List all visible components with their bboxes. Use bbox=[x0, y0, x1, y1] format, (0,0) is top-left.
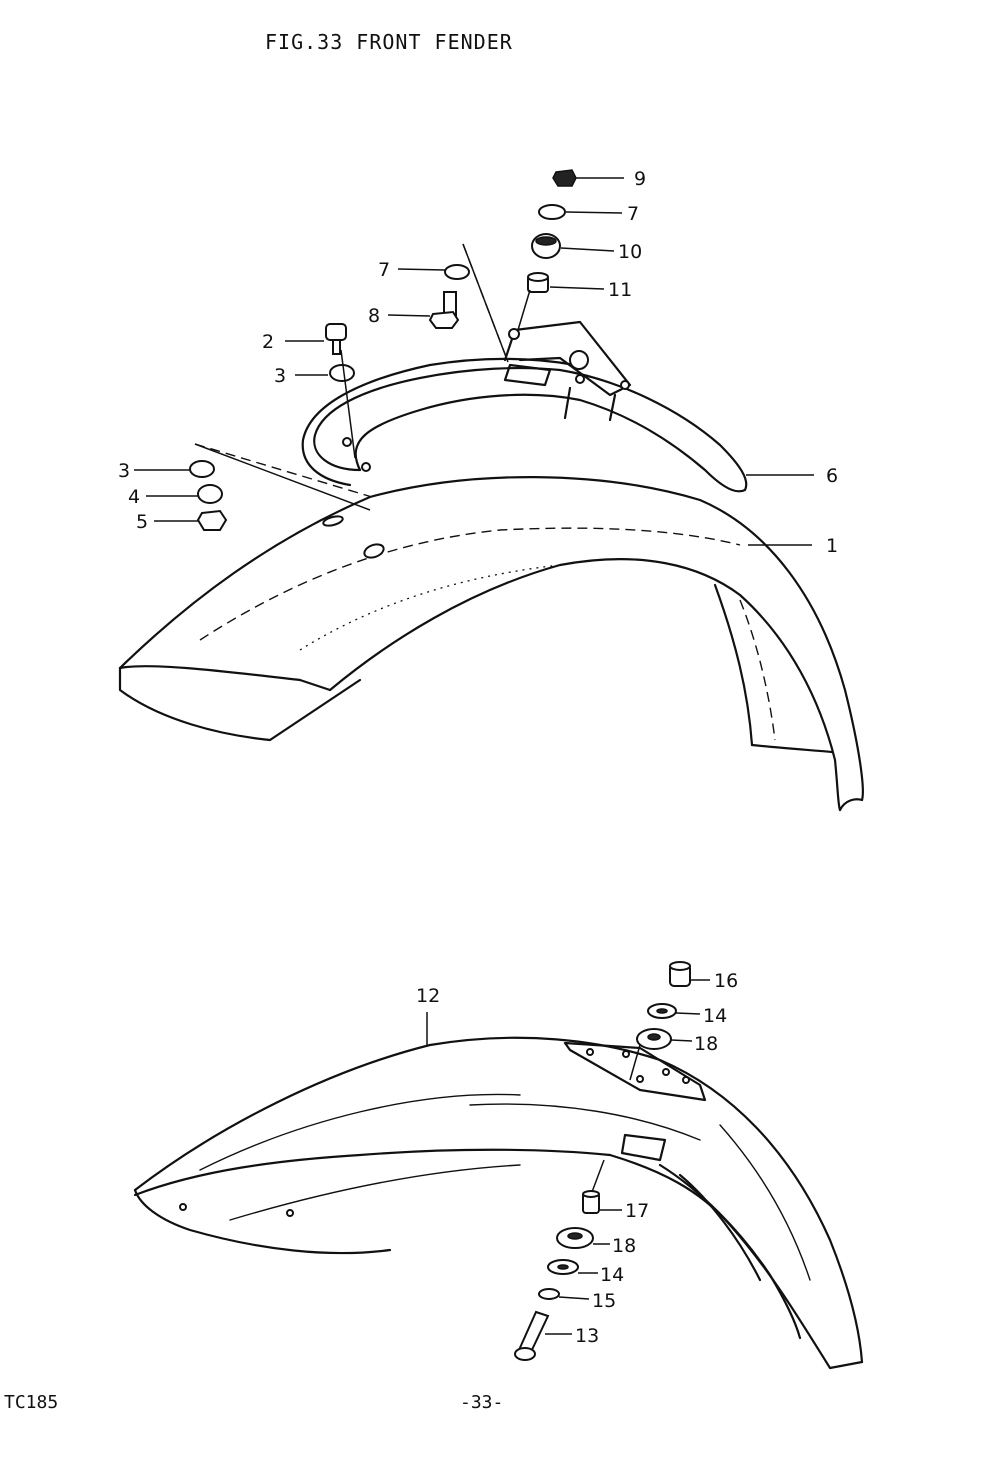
callout-18-lower: 18 bbox=[612, 1235, 636, 1257]
model-code: TC185 bbox=[4, 1392, 59, 1413]
callout-14-upper: 14 bbox=[703, 1005, 727, 1027]
washer-3-lower bbox=[189, 460, 215, 478]
callout-11: 11 bbox=[608, 279, 632, 301]
washer-3-upper bbox=[329, 364, 355, 382]
callout-13: 13 bbox=[575, 1325, 599, 1347]
callout-14-lower: 14 bbox=[600, 1264, 624, 1286]
collar-17 bbox=[582, 1190, 600, 1214]
washer-7-left bbox=[444, 264, 470, 280]
nut-5 bbox=[196, 509, 228, 531]
callout-3-lower: 3 bbox=[118, 460, 130, 482]
cushion-18-upper bbox=[636, 1028, 672, 1050]
lock-washer-15 bbox=[538, 1288, 560, 1300]
callout-15: 15 bbox=[592, 1290, 616, 1312]
washer-14-lower bbox=[547, 1259, 579, 1275]
grommet-10 bbox=[531, 233, 561, 259]
callout-16: 16 bbox=[714, 970, 738, 992]
nut-9 bbox=[552, 169, 577, 187]
cushion-18-lower bbox=[556, 1227, 594, 1249]
callout-7-right: 7 bbox=[627, 203, 639, 225]
washer-14-upper bbox=[647, 1003, 677, 1019]
upper-fender-assembly bbox=[118, 169, 864, 812]
callout-18-upper: 18 bbox=[694, 1033, 718, 1055]
collar-11 bbox=[527, 272, 549, 293]
washer-7-right bbox=[538, 204, 566, 220]
callout-2: 2 bbox=[262, 331, 274, 353]
collar-16 bbox=[669, 961, 691, 987]
callout-5: 5 bbox=[136, 511, 148, 533]
lock-washer-4 bbox=[197, 484, 223, 504]
page-number: -33- bbox=[460, 1392, 504, 1413]
bolt-8 bbox=[428, 291, 460, 329]
figure-title: FIG.33 FRONT FENDER bbox=[265, 30, 513, 54]
callout-3-upper: 3 bbox=[274, 365, 286, 387]
callout-8: 8 bbox=[368, 305, 380, 327]
front-fender-part-1 bbox=[118, 476, 864, 812]
fender-brace-part-6 bbox=[301, 320, 748, 493]
callout-9: 9 bbox=[634, 168, 646, 190]
lower-fender-part-12 bbox=[133, 1036, 864, 1370]
callout-17: 17 bbox=[625, 1200, 649, 1222]
callout-7-left: 7 bbox=[378, 259, 390, 281]
callout-10: 10 bbox=[618, 241, 642, 263]
callout-4: 4 bbox=[128, 486, 140, 508]
callout-6: 6 bbox=[826, 465, 838, 487]
bolt-13 bbox=[514, 1310, 550, 1361]
callout-12: 12 bbox=[416, 985, 440, 1007]
callout-1: 1 bbox=[826, 535, 838, 557]
hardware-bolt-2 bbox=[325, 323, 347, 355]
